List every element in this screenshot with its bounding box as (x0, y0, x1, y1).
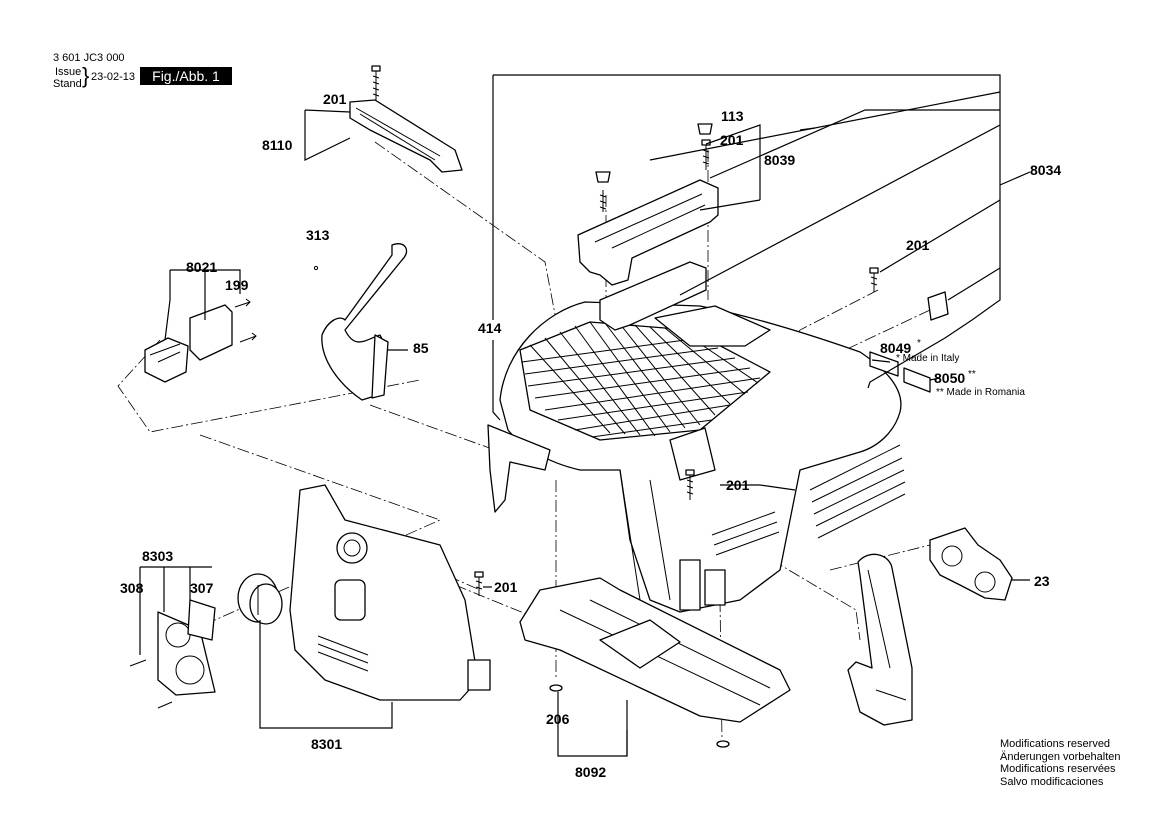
callout-313: 313 (306, 227, 330, 243)
stand-label: Stand (53, 78, 82, 90)
callout-8050: 8050 (934, 370, 965, 386)
part-23-clamp (929, 527, 1013, 601)
screw-201-mid (685, 469, 695, 500)
callout-8092: 8092 (575, 764, 606, 780)
part-knob (237, 573, 283, 625)
screw-201-handle (701, 139, 711, 170)
part-414-clip (487, 424, 551, 513)
callout-8049-mark: * (917, 338, 921, 349)
note-de: Änderungen vorbehalten (1000, 750, 1121, 763)
part-8110-carrier (349, 99, 463, 173)
callout-206: 206 (546, 711, 570, 727)
housing-grid-surface (519, 321, 771, 441)
part-8092-base (519, 577, 791, 723)
callout-numbers: 201 8110 113 201 8039 8034 313 8021 199 … (120, 91, 1061, 780)
callout-8039: 8039 (764, 152, 795, 168)
callout-308: 308 (120, 580, 144, 596)
callout-8301: 8301 (311, 736, 342, 752)
callout-23: 23 (1034, 573, 1050, 589)
callout-201-top: 201 (323, 91, 347, 107)
cap-left-handle (595, 171, 611, 212)
callout-199: 199 (225, 277, 249, 293)
callout-307: 307 (190, 580, 214, 596)
pin-313 (313, 265, 319, 271)
callout-8110: 8110 (262, 137, 293, 153)
issue-bracket: } (82, 63, 90, 88)
doc-number: 3 601 JC3 000 (53, 52, 125, 64)
callout-414: 414 (478, 320, 502, 336)
note-es: Salvo modificaciones (1000, 775, 1104, 788)
screw-201-right (869, 267, 879, 292)
leader-lines (139, 74, 1031, 757)
modifications-notes: Modifications reserved Änderungen vorbeh… (1000, 738, 1120, 788)
callout-201-handle: 201 (720, 132, 744, 148)
part-8021-switch (144, 304, 233, 383)
issue-date: 23-02-13 (91, 71, 136, 83)
callout-113: 113 (721, 108, 744, 124)
note-en: Modifications reserved (1000, 738, 1111, 750)
screw-308-a (129, 659, 147, 667)
part-hose-holder (847, 553, 913, 726)
callout-201-right: 201 (906, 237, 930, 253)
footnote-italy: * Made in Italy (896, 353, 959, 364)
part-8301-front-cover (289, 484, 491, 701)
part-plate-right (927, 291, 949, 321)
label-8050 (903, 367, 931, 393)
issue-label: Issue (55, 66, 82, 78)
note-fr: Modifications reservées (1000, 763, 1116, 775)
callout-8049: 8049 (880, 340, 911, 356)
main-housing (499, 301, 906, 613)
screw-199-b (239, 332, 257, 343)
callout-8050-mark: ** (968, 369, 976, 380)
washer-206-b (716, 740, 730, 748)
screw-308-b (157, 701, 173, 709)
part-8039-handle (577, 179, 719, 331)
washer-206-a (549, 684, 563, 692)
callout-8034: 8034 (1030, 162, 1061, 178)
part-85-hook (321, 243, 408, 401)
housing-vents (711, 444, 906, 556)
screw-199-a (234, 298, 251, 308)
callout-85: 85 (413, 340, 429, 356)
callout-8021: 8021 (186, 259, 217, 275)
cap-113 (697, 123, 713, 135)
callout-201-front: 201 (494, 579, 518, 595)
screw-201-top (371, 65, 381, 102)
figure-label: Fig./Abb. 1 (140, 67, 232, 85)
screw-201-front (474, 571, 484, 596)
callout-201-mid: 201 (726, 477, 750, 493)
callout-8303: 8303 (142, 548, 173, 564)
part-8303-plate (157, 599, 216, 696)
footnote-romania: ** Made in Romania (936, 387, 1025, 398)
